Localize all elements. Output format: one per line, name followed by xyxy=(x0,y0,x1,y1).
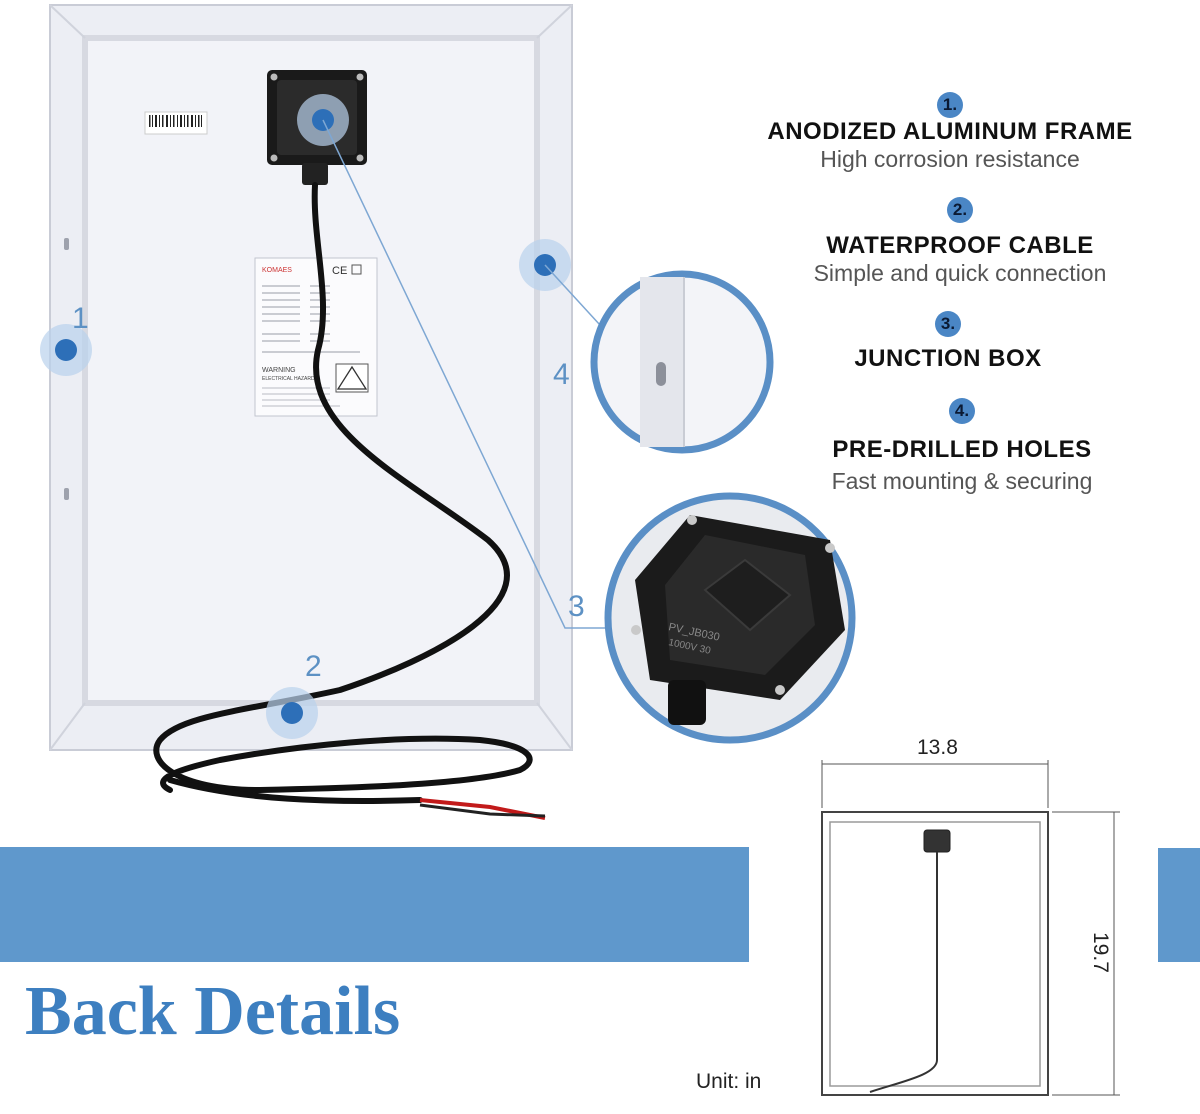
callout-number-1: 1 xyxy=(72,302,89,335)
solar-panel-back: KOMAES CE WARNING ELECTRICAL HAZARD xyxy=(40,4,573,820)
label-hazard: ELECTRICAL HAZARD xyxy=(262,376,315,382)
number-badge: 2. xyxy=(947,197,973,223)
zoom-pre-drilled-hole xyxy=(590,270,774,454)
feature-title: WATERPROOF CABLE xyxy=(826,232,1094,259)
waterproof-cable xyxy=(153,182,533,794)
number-badge: 1. xyxy=(937,92,963,118)
callout-dot-frame xyxy=(55,339,77,361)
label-brand: KOMAES xyxy=(262,267,292,274)
label-warning: WARNING xyxy=(262,367,296,374)
page-title: Back Details xyxy=(25,973,401,1050)
feature-holes: 4. PRE-DRILLED HOLES Fast mounting & sec… xyxy=(752,398,1172,495)
dimension-drawing xyxy=(821,760,1120,1096)
feature-junction-box: 3. JUNCTION BOX xyxy=(738,311,1158,373)
feature-subtitle: Fast mounting & securing xyxy=(831,468,1093,494)
feature-title: PRE-DRILLED HOLES xyxy=(832,436,1092,463)
zoom-junction-box: PV_JB030 1000V 30 xyxy=(604,492,856,744)
accent-band-left xyxy=(0,847,749,962)
hazard-icon xyxy=(336,365,368,390)
specification-label: KOMAES CE WARNING ELECTRICAL HAZARD xyxy=(254,257,378,417)
feature-frame: 1. ANODIZED ALUMINUM FRAME High corrosio… xyxy=(740,92,1160,173)
mounting-hole xyxy=(64,488,69,500)
feature-title: JUNCTION BOX xyxy=(854,345,1042,372)
label-ce: CE xyxy=(332,265,347,277)
feature-subtitle: High corrosion resistance xyxy=(820,146,1080,172)
number-badge: 4. xyxy=(949,398,975,424)
unit-label: Unit: in xyxy=(696,1070,762,1093)
black-wire xyxy=(419,803,546,818)
mounting-hole xyxy=(64,238,69,250)
leader-lines xyxy=(322,119,620,629)
callout-dot-cable xyxy=(281,702,303,724)
feature-subtitle: Simple and quick connection xyxy=(813,260,1107,286)
callout-number-3: 3 xyxy=(568,590,585,623)
accent-band-right xyxy=(1158,848,1200,962)
dimension-width: 13.8 xyxy=(917,736,958,759)
callout-number-4: 4 xyxy=(553,358,570,391)
barcode-sticker xyxy=(144,111,208,135)
feature-cable: 2. WATERPROOF CABLE Simple and quick con… xyxy=(750,197,1170,287)
dimension-height: 19.7 xyxy=(1089,932,1112,973)
number-badge: 3. xyxy=(935,311,961,337)
feature-title: ANODIZED ALUMINUM FRAME xyxy=(767,118,1133,145)
callout-number-2: 2 xyxy=(305,650,322,683)
